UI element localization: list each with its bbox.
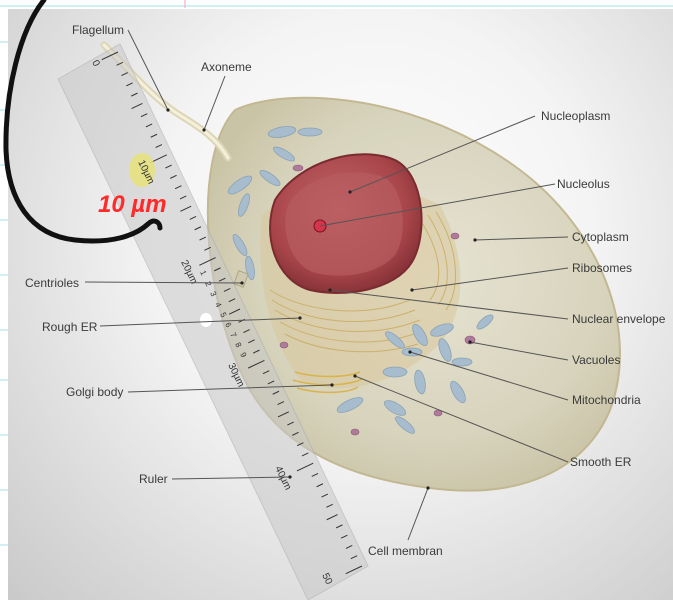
- label-cytoplasm: Cytoplasm: [572, 230, 629, 244]
- label-nucleoplasm: Nucleoplasm: [541, 109, 610, 123]
- label-nucleolus: Nucleolus: [557, 177, 610, 191]
- white-dot: [200, 313, 212, 327]
- handwritten-10um: 10 µm: [98, 191, 167, 218]
- label-rough-er: Rough ER: [42, 320, 98, 334]
- label-centrioles: Centrioles: [25, 276, 79, 290]
- label-flagellum: Flagellum: [72, 23, 124, 37]
- label-vacuoles: Vacuoles: [572, 353, 620, 367]
- label-ribosomes: Ribosomes: [572, 261, 632, 275]
- label-nuclear-envelope: Nuclear envelope: [572, 312, 666, 326]
- label-cell-membrane: Cell membran: [368, 544, 443, 558]
- label-ruler: Ruler: [139, 472, 168, 486]
- label-smooth-er: Smooth ER: [570, 455, 632, 469]
- label-axoneme: Axoneme: [201, 60, 252, 74]
- label-mitochondria: Mitochondria: [572, 393, 641, 407]
- label-golgi-body: Golgi body: [66, 385, 123, 399]
